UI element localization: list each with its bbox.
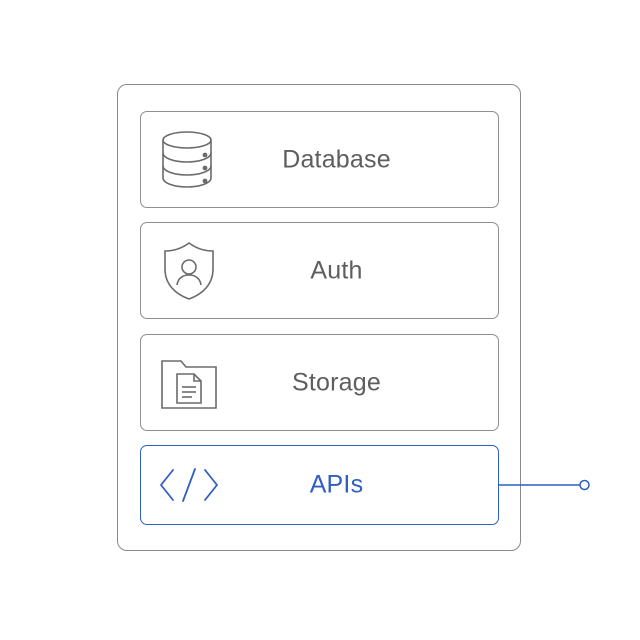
card-database[interactable]: Database <box>140 111 499 208</box>
services-container <box>117 84 521 551</box>
database-icon <box>159 130 219 190</box>
card-label: Storage <box>292 368 381 396</box>
card-apis[interactable]: APIs <box>140 445 499 525</box>
code-icon <box>159 455 219 515</box>
card-auth[interactable]: Auth <box>140 222 499 319</box>
card-label: APIs <box>309 470 364 499</box>
card-label: Auth <box>310 256 363 284</box>
shield-user-icon <box>159 241 219 301</box>
card-label: Database <box>282 145 391 173</box>
folder-document-icon <box>159 353 219 413</box>
connector-endpoint[interactable] <box>579 479 590 491</box>
card-storage[interactable]: Storage <box>140 334 499 431</box>
